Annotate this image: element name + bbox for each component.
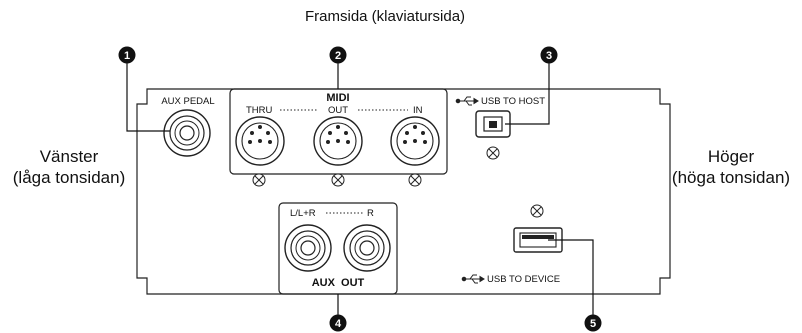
right-side-label: Höger (höga tonsidan) (664, 146, 798, 188)
aux-out-label: AUX OUT (312, 277, 365, 289)
left-side-label: Vänster (låga tonsidan) (6, 146, 132, 188)
right-side-label-line1: Höger (707, 147, 755, 166)
callout-3: 3 (540, 46, 558, 64)
aux-out-right-label: R (367, 208, 374, 219)
usb-to-device-label: USB TO DEVICE (487, 274, 560, 285)
aux-pedal-label: AUX PEDAL (161, 96, 214, 107)
screw-icon (408, 173, 422, 187)
screw-icon (530, 204, 544, 218)
midi-label: MIDI (326, 92, 349, 104)
midi-thru-label: THRU (246, 105, 273, 116)
callout-1-leader (126, 63, 170, 132)
usb-symbol-icon (455, 96, 479, 106)
front-side-label: Framsida (klaviatursida) (305, 8, 466, 25)
left-side-label-line2: (låga tonsidan) (12, 168, 126, 187)
screw-icon (331, 173, 345, 187)
midi-out-jack[interactable] (313, 116, 363, 166)
callout-5: 5 (584, 314, 602, 332)
midi-in-jack[interactable] (390, 116, 440, 166)
callout-3-leader (505, 63, 550, 125)
screw-icon (486, 146, 500, 160)
callout-5-leader (548, 239, 594, 316)
svg-text:5: 5 (590, 318, 596, 330)
callout-2: 2 (329, 46, 347, 64)
right-side-label-line2: (höga tonsidan) (671, 168, 791, 187)
aux-pedal-jack[interactable] (163, 109, 211, 157)
aux-out-left-label: L/L+R (290, 208, 316, 219)
screw-icon (252, 173, 266, 187)
usb-symbol-icon (461, 274, 485, 284)
callout-1: 1 (118, 46, 136, 64)
svg-text:2: 2 (335, 50, 341, 62)
svg-text:1: 1 (124, 50, 130, 62)
midi-in-label: IN (413, 105, 423, 116)
aux-out-right-jack[interactable] (343, 224, 391, 272)
midi-out-label: OUT (328, 105, 348, 116)
midi-thru-jack[interactable] (235, 116, 285, 166)
aux-out-left-jack[interactable] (284, 224, 332, 272)
svg-text:4: 4 (335, 318, 342, 330)
svg-text:3: 3 (546, 50, 552, 62)
panel-outline (136, 88, 671, 295)
callout-4: 4 (329, 314, 347, 332)
usb-to-host-port[interactable] (475, 110, 511, 138)
left-side-label-line1: Vänster (39, 147, 99, 166)
usb-to-host-label: USB TO HOST (481, 96, 545, 107)
